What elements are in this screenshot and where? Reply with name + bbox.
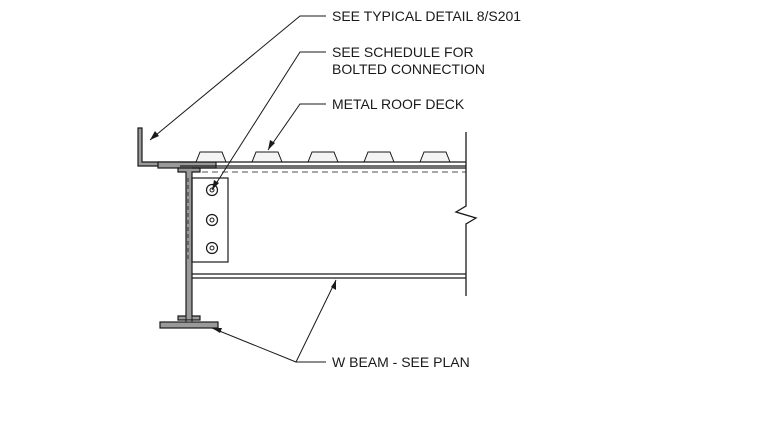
bolt-2	[205, 213, 219, 227]
callout-roof-deck: METAL ROOF DECK	[332, 96, 465, 112]
bolt-3	[205, 241, 219, 255]
callout-typical-detail: SEE TYPICAL DETAIL 8/S201	[332, 8, 522, 24]
column-top-flange	[157, 161, 217, 169]
leader-w-beam	[211, 279, 337, 363]
callout-w-beam: W BEAM - SEE PLAN	[332, 354, 470, 370]
callout-schedule-line2: BOLTED CONNECTION	[332, 61, 485, 77]
leader-typical-detail	[149, 15, 326, 141]
metal-roof-deck	[180, 151, 466, 167]
shear-plate	[187, 177, 229, 263]
leader-roof-deck	[267, 103, 326, 151]
edge-angle	[137, 127, 181, 167]
callout-schedule-line1: SEE SCHEDULE FOR	[332, 44, 474, 60]
w-beam	[192, 132, 478, 296]
bolt-1	[205, 183, 219, 197]
w-column	[159, 167, 219, 329]
leader-bolted-connection	[211, 51, 326, 191]
